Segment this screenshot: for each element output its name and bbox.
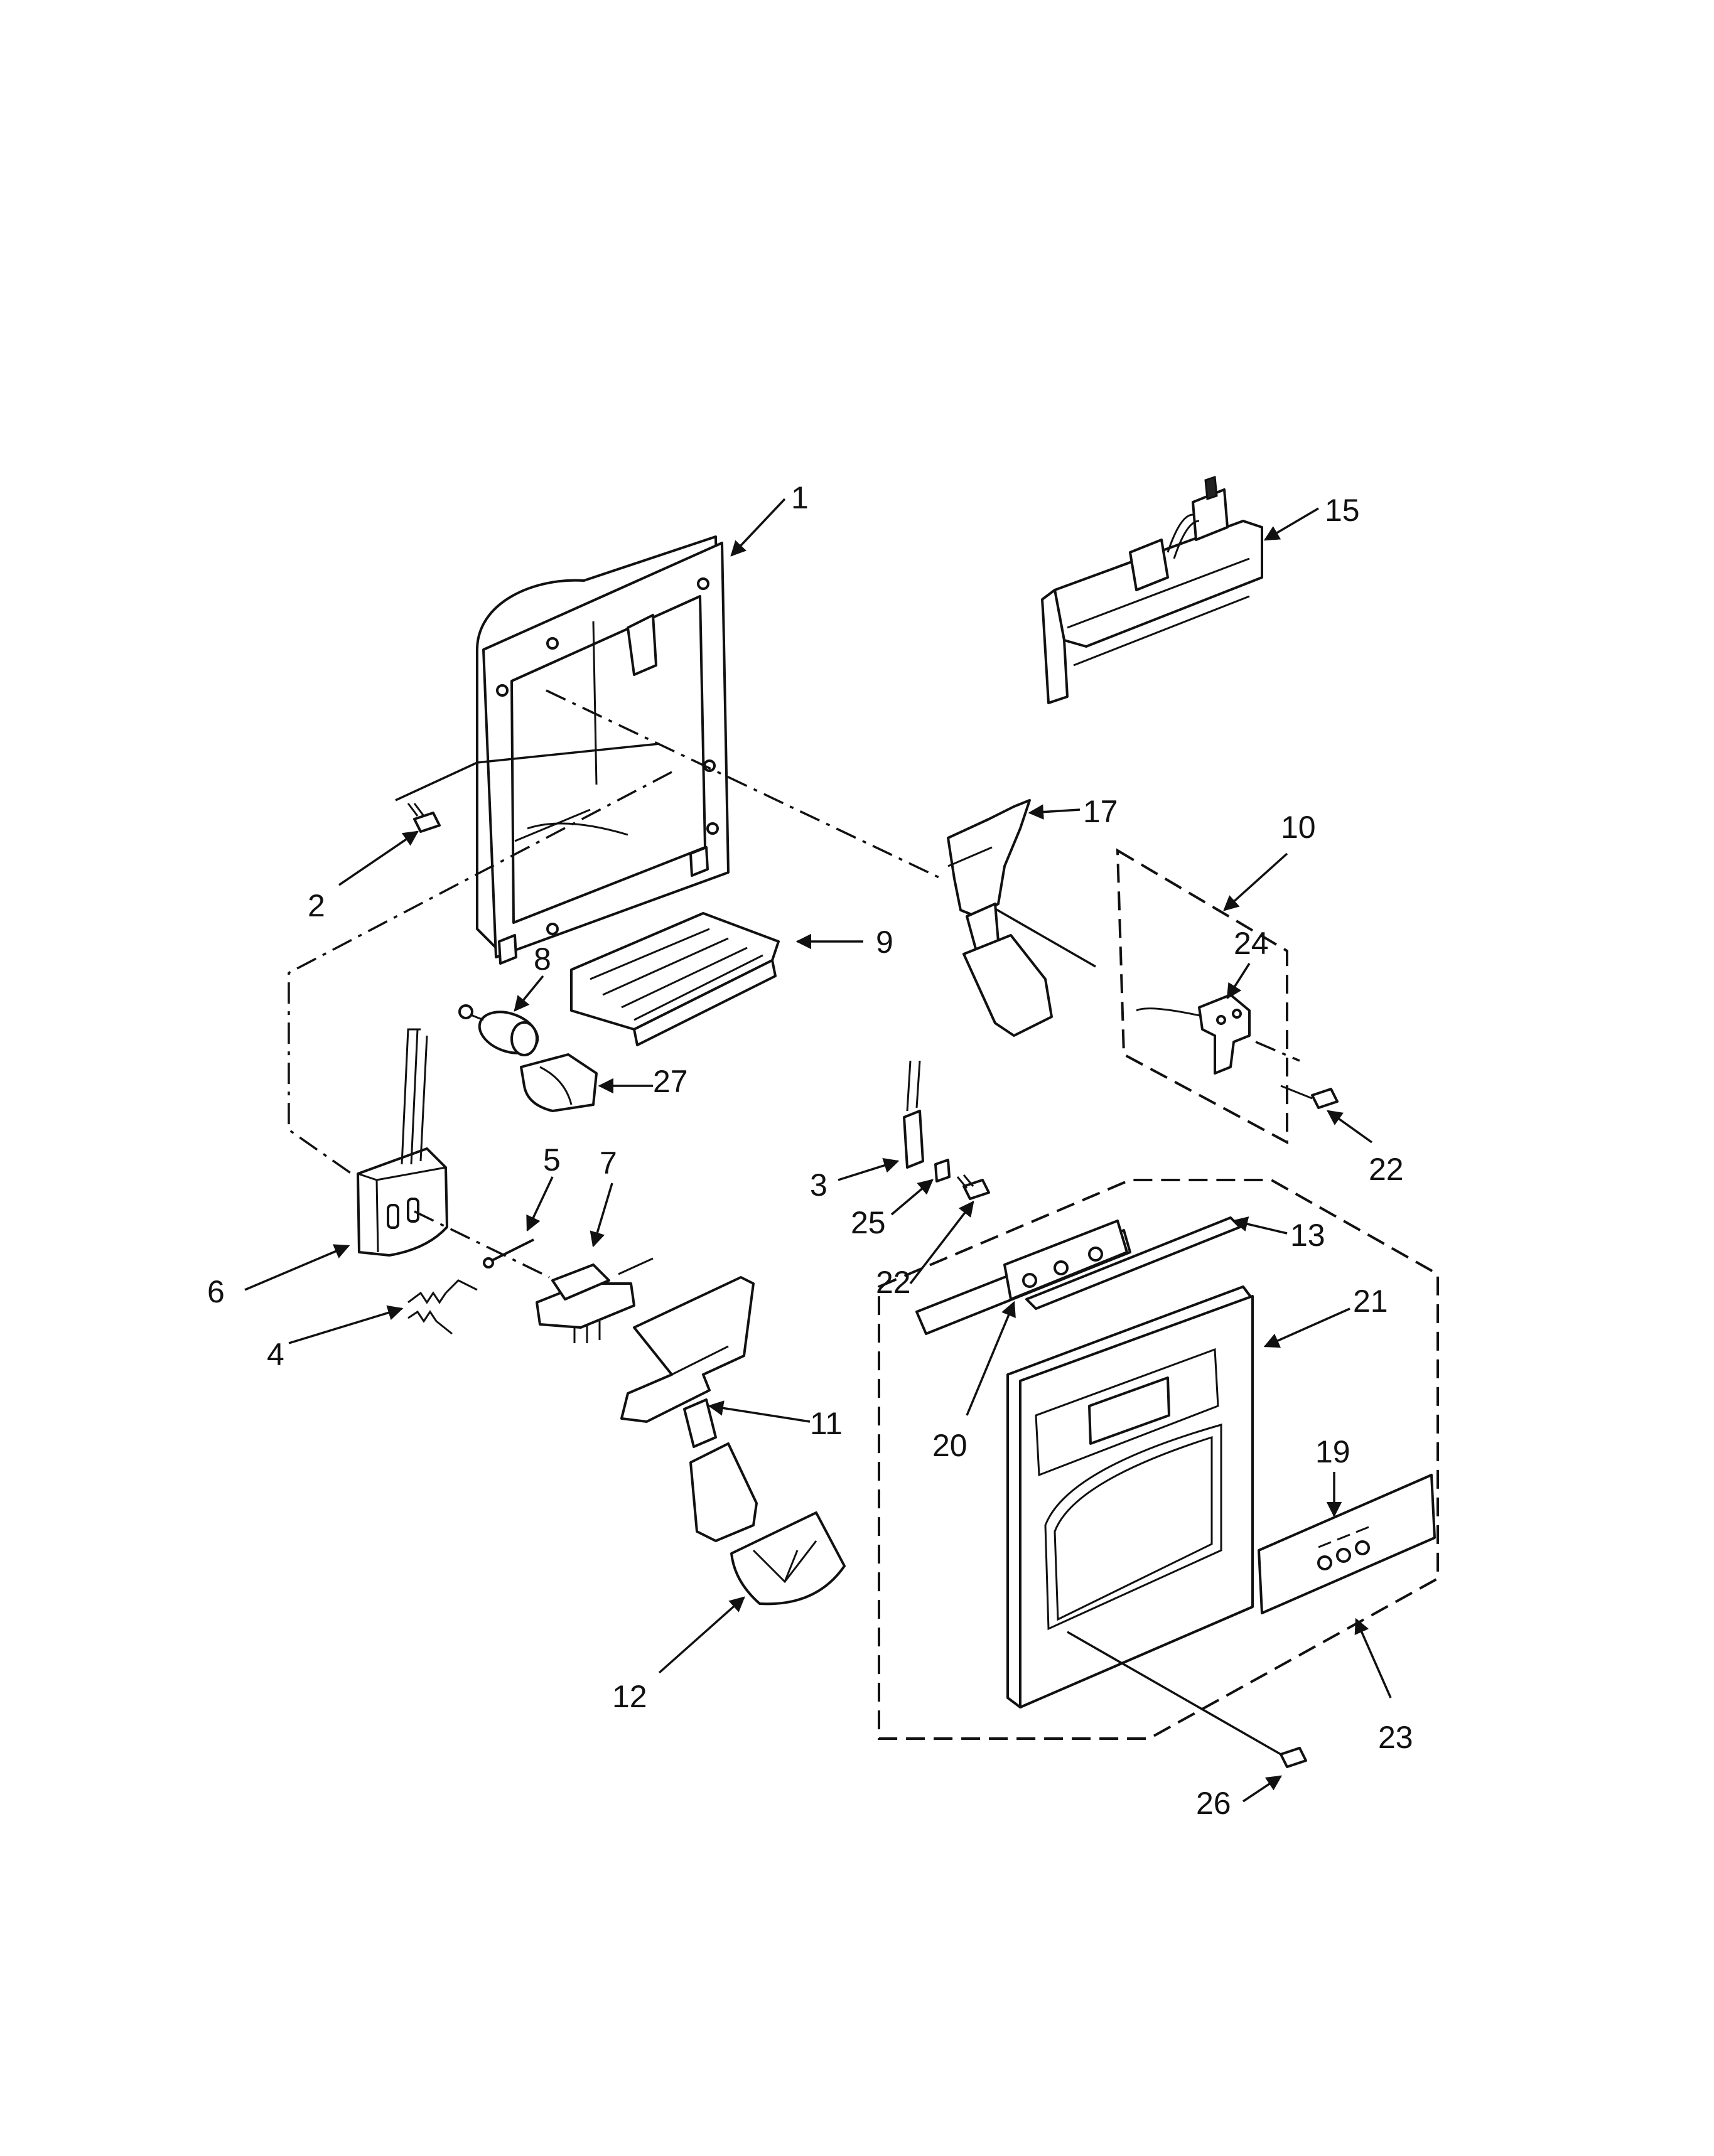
water-lever-part [947,799,1053,1037]
ice-lever-part [620,1276,758,1542]
dispenser-housing-part [476,535,730,965]
callout-13: 13 [1290,1218,1325,1253]
callout-17: 17 [1083,794,1118,829]
actuator-bracket-part [536,1257,654,1343]
callout-2: 2 [308,888,325,923]
water-valve-lever-part [1136,994,1251,1075]
switch-assembly-part [357,1028,448,1257]
callout-1: 1 [791,480,809,515]
callout-20: 20 [932,1428,967,1463]
callout-8: 8 [534,941,551,977]
callout-24: 24 [1234,926,1269,961]
screw-part-22-right [1280,1085,1339,1109]
callout-12: 12 [612,1679,647,1714]
callout-10: 10 [1281,810,1316,845]
callout-11: 11 [810,1406,843,1441]
solenoid-cover-part [520,1053,598,1112]
control-bracket-part [915,1220,1131,1335]
callout-22-middle: 22 [876,1265,911,1300]
callout-23: 23 [1378,1720,1413,1755]
control-label-part [1258,1474,1436,1614]
drip-tray-part [570,912,780,1046]
switch-part-3 [903,1060,924,1169]
callout-4: 4 [267,1337,284,1372]
callout-26: 26 [1196,1786,1231,1821]
callout-19: 19 [1315,1434,1350,1469]
callout-3: 3 [810,1167,827,1203]
ice-chute-part [730,1511,846,1606]
callout-22-right: 22 [1369,1152,1404,1187]
clip-part-25 [934,1159,951,1183]
callout-27: 27 [653,1064,688,1099]
callout-25: 25 [851,1205,886,1240]
callout-9: 9 [876,925,893,960]
screw-part-2 [407,803,441,833]
pin-part [483,1238,534,1268]
springs-part [407,1279,478,1335]
callout-21: 21 [1353,1284,1388,1319]
icemaker-module-part [1041,475,1263,704]
callout-5: 5 [543,1142,561,1177]
screw-part-22-middle [956,1174,990,1200]
callout-15: 15 [1325,493,1360,528]
solenoid-part [458,1004,539,1056]
front-panel-part [1006,1285,1254,1708]
callout-6: 6 [207,1274,225,1309]
callout-7: 7 [600,1145,617,1181]
screw-part-26 [1280,1747,1307,1768]
